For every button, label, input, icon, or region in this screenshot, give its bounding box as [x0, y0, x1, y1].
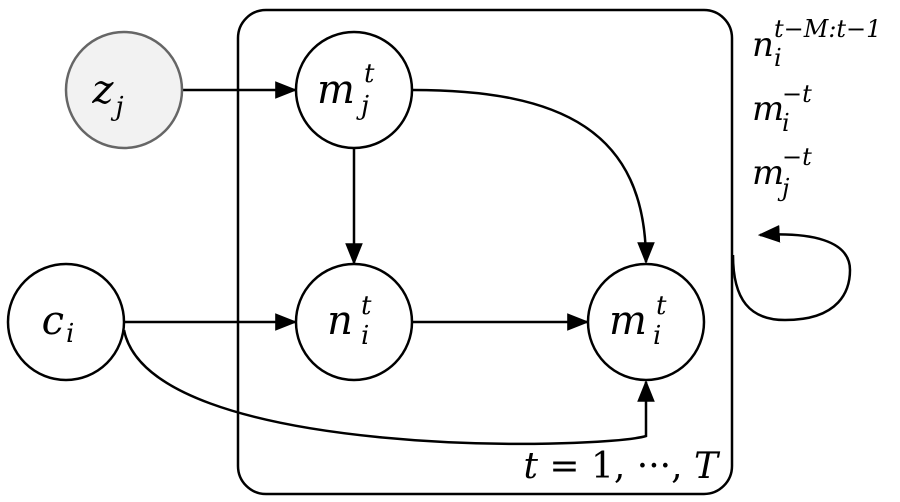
- node-c-i: ci: [6, 262, 126, 382]
- plate-self-loop: [731, 225, 852, 322]
- node-m-j-t-sup: t: [364, 59, 375, 89]
- side-label-2-sup: −t: [782, 80, 812, 108]
- edge-ci-to-mit: [122, 329, 655, 446]
- node-m-i-t-main: m: [609, 298, 647, 344]
- node-m-i-t: m t i: [586, 262, 706, 382]
- side-label-2-sub: i: [782, 109, 790, 137]
- side-label-2-main: m: [752, 89, 784, 129]
- node-m-j-t-main: m: [317, 67, 355, 113]
- node-c-i-main: c: [42, 298, 64, 344]
- plate: [236, 8, 734, 496]
- side-label-3-main: m: [752, 153, 784, 193]
- node-n-i-t-main: n: [327, 298, 353, 344]
- plate-label-var: t: [523, 446, 538, 487]
- side-label-3-sup: −t: [782, 143, 812, 171]
- edge-mjt-to-mit: [412, 88, 655, 265]
- svg-text:ci: ci: [42, 298, 75, 349]
- side-label-1-sup: t−M:t−1: [774, 15, 881, 43]
- side-label-1: n t−M:t−1 i: [752, 15, 881, 72]
- node-n-i-t: n t i: [294, 262, 414, 382]
- plate-label-eq: = 1, ···,: [538, 446, 694, 487]
- node-m-i-t-sub: i: [653, 321, 661, 351]
- plate-label-end: T: [694, 446, 721, 487]
- node-n-i-t-sup: t: [361, 291, 372, 321]
- side-label-1-sub: i: [774, 44, 782, 72]
- svg-text:m: m: [317, 67, 355, 113]
- node-c-i-sub: i: [66, 319, 74, 349]
- node-z-j-main: z: [91, 67, 114, 113]
- side-label-1-main: n: [752, 25, 774, 65]
- plate-label: t = 1, ···, T: [523, 446, 721, 487]
- side-label-3: m −t j: [752, 143, 812, 202]
- node-m-j-t: m t j: [294, 30, 414, 150]
- node-n-i-t-sub: i: [361, 321, 369, 351]
- node-z-j: zj: [64, 30, 184, 150]
- side-label-2: m −t i: [752, 80, 812, 137]
- node-m-i-t-sup: t: [656, 291, 667, 321]
